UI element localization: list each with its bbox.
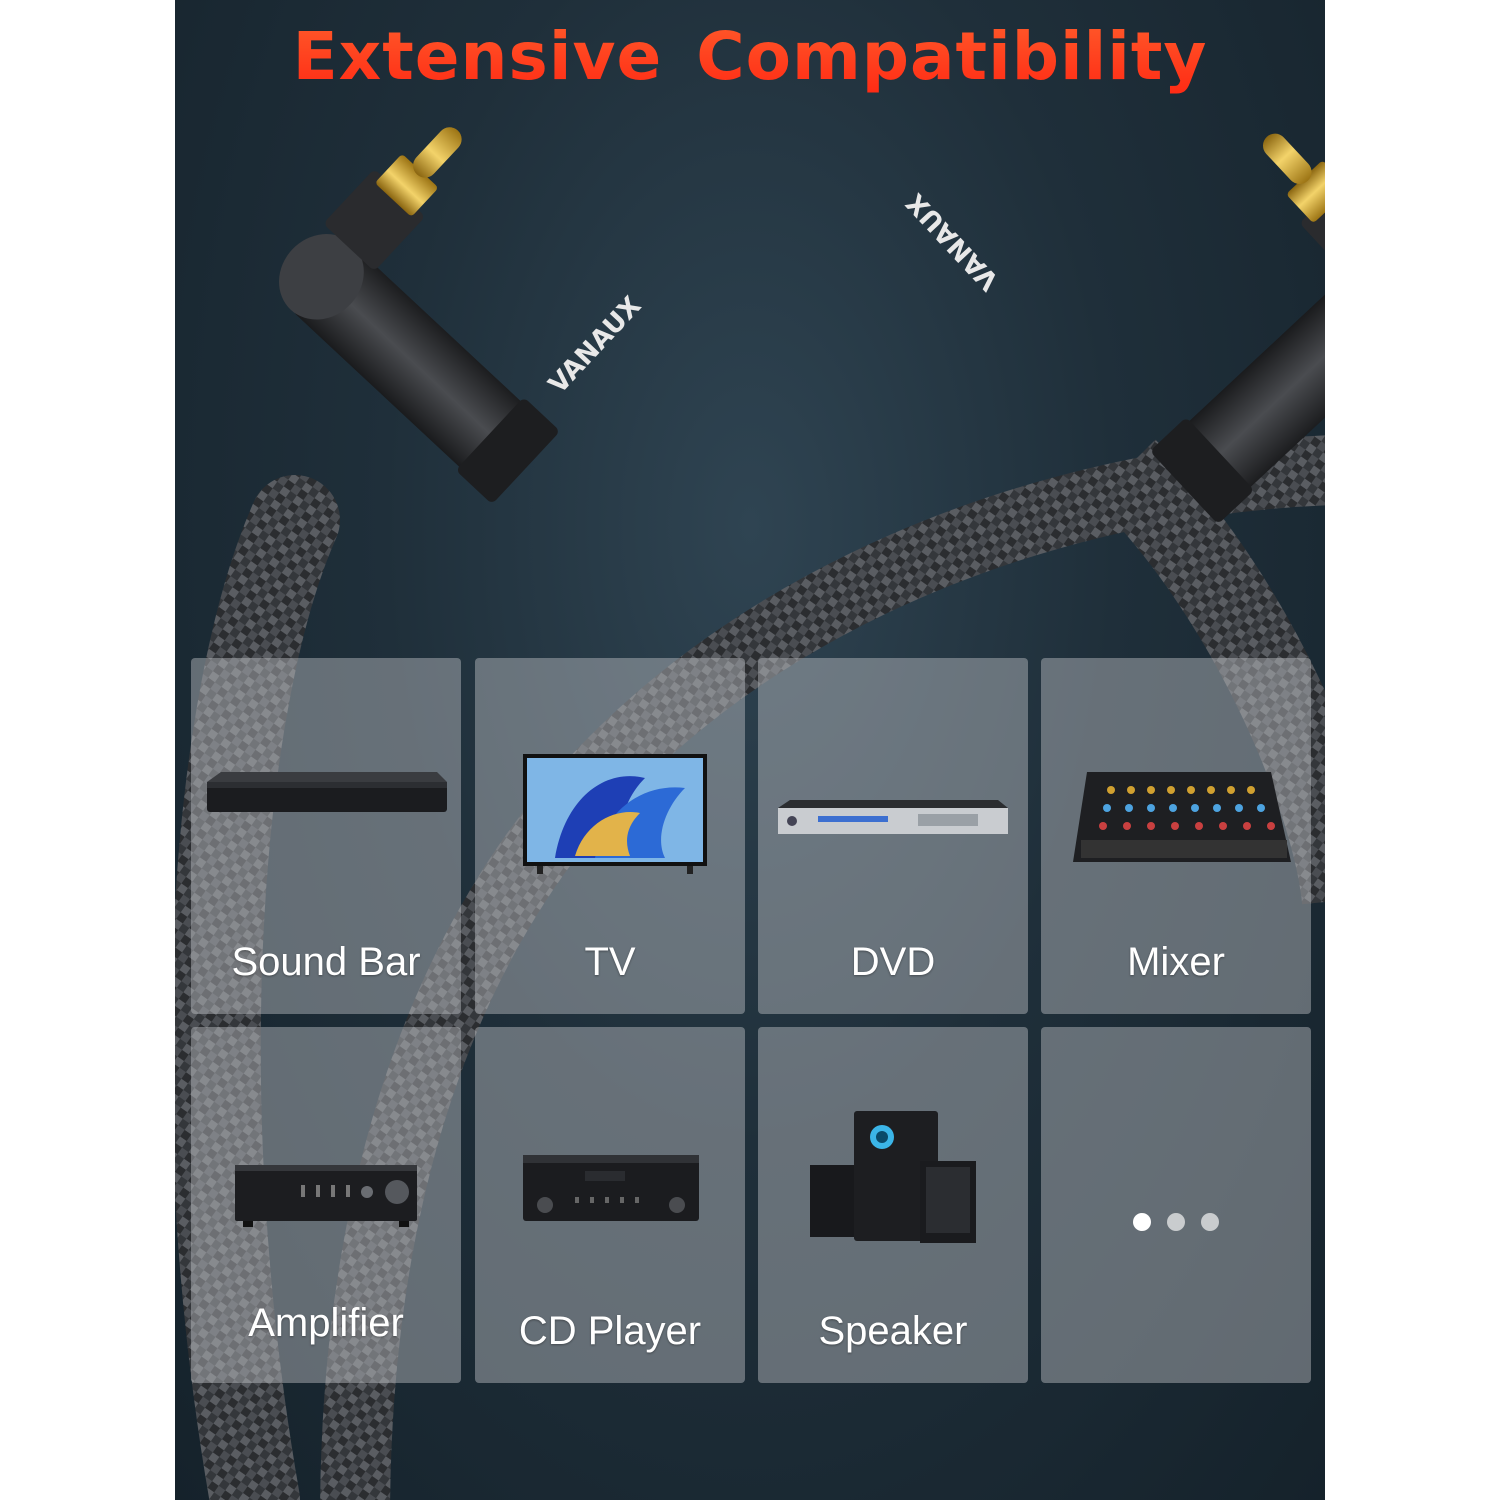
dvd-player-icon [778,800,1008,834]
tile-dvd: DVD [758,658,1028,1014]
device-label: Sound Bar [231,940,421,984]
tile-sound-bar: Sound Bar [191,658,461,1014]
tile-speaker: Speaker [758,1027,1028,1383]
device-label: CD Player [518,1309,702,1353]
tile-mixer: Mixer [1041,658,1311,1014]
device-label: DVD [850,940,936,984]
amplifier-icon [235,1165,417,1227]
tile-amplifier: Amplifier [191,1027,461,1383]
device-label: Speaker [818,1309,968,1353]
product-panel: VANAUX VANAUX Extensive Compatibility So… [175,0,1325,1500]
speaker-icon [810,1111,976,1243]
right-plug [1152,133,1325,522]
page-title: Extensive Compatibility [175,18,1325,95]
tv-icon [523,754,707,874]
soundbar-icon [207,772,447,812]
cd-player-icon [523,1155,699,1221]
brand-left: VANAUX [543,291,647,400]
device-label: TV [584,940,636,984]
brand-right: VANAUX [901,187,1005,296]
more-dots-icon [1041,1213,1311,1236]
tile-tv: TV [475,658,745,1014]
mixer-icon [1073,772,1291,862]
device-label: Amplifier [248,1301,404,1345]
device-label: Mixer [1127,940,1225,984]
tile-more [1041,1027,1311,1383]
left-plug [279,127,558,502]
tile-cd-player: CD Player [475,1027,745,1383]
